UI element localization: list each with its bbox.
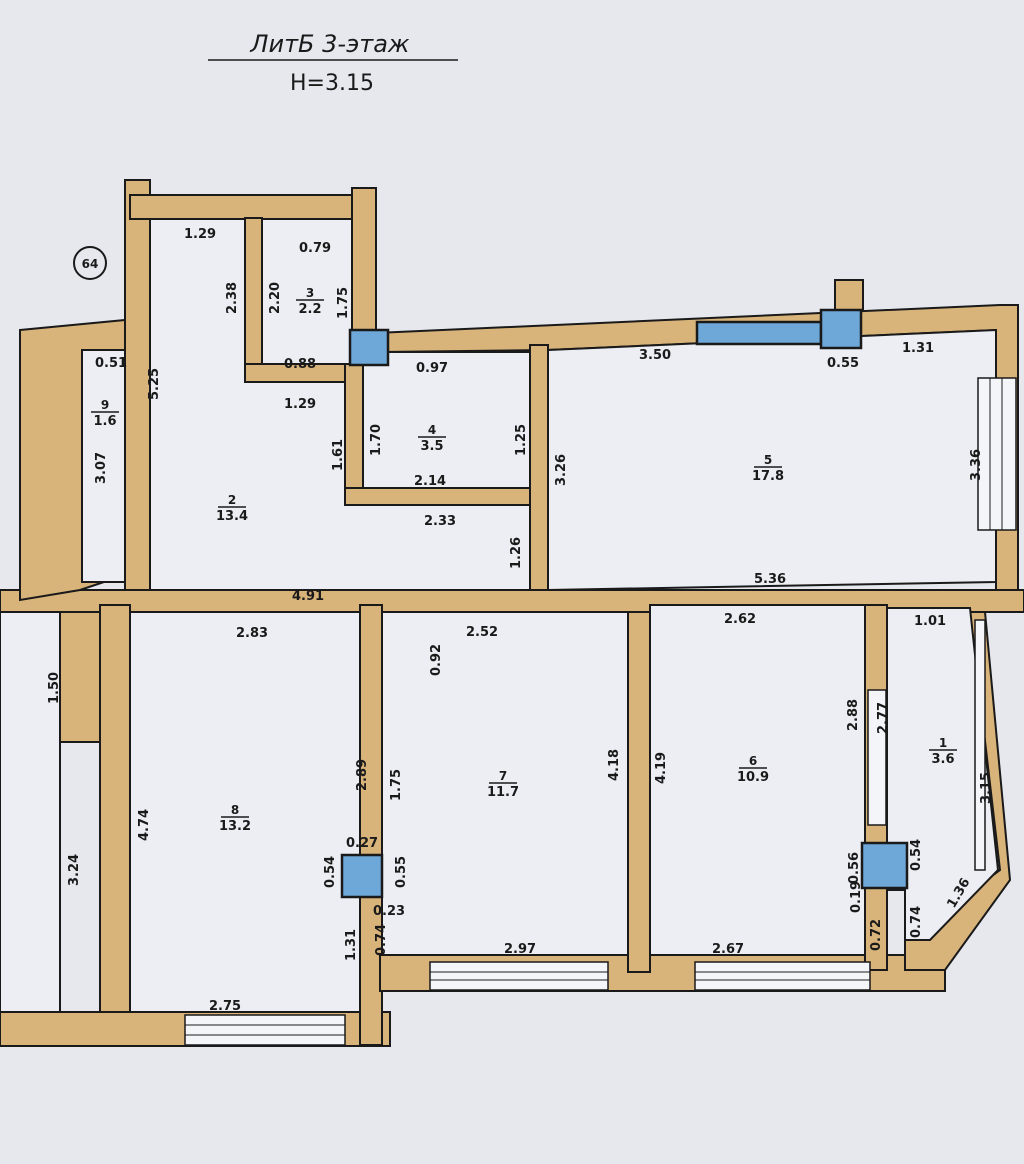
ceiling-height: H=3.15 bbox=[290, 71, 374, 96]
dimension-label: 2.52 bbox=[466, 625, 498, 640]
windows bbox=[184, 377, 1017, 1046]
dimension-label: 3.50 bbox=[639, 348, 671, 363]
svg-text:64: 64 bbox=[82, 257, 99, 271]
dimension-label: 4.18 bbox=[607, 749, 622, 781]
room-area: 13.4 bbox=[216, 509, 248, 524]
dimension-label: 0.55 bbox=[827, 356, 859, 371]
room-9-label: 91.6 bbox=[91, 398, 119, 429]
marker-64: 64 bbox=[73, 246, 107, 280]
room-area: 10.9 bbox=[737, 770, 769, 785]
room-area: 3.5 bbox=[420, 439, 443, 454]
ventilation-columns bbox=[340, 308, 909, 899]
dimension-label: 3.36 bbox=[969, 449, 984, 481]
column bbox=[860, 841, 909, 890]
dimension-label: 1.70 bbox=[369, 424, 384, 456]
dimension-label: 1.50 bbox=[47, 672, 62, 704]
dimension-label: 3.07 bbox=[94, 452, 109, 484]
room-number: 3 bbox=[306, 286, 314, 300]
room-area: 3.6 bbox=[931, 752, 954, 767]
dimension-label: 1.29 bbox=[184, 227, 216, 242]
room-number: 2 bbox=[228, 493, 236, 507]
dimension-label: 3.15 bbox=[979, 772, 994, 804]
dimension-label: 0.92 bbox=[429, 644, 444, 676]
dimension-label: 0.97 bbox=[416, 361, 448, 376]
dimension-label: 0.54 bbox=[323, 856, 338, 888]
room-8-label: 813.2 bbox=[219, 803, 251, 834]
room-number: 6 bbox=[749, 754, 757, 768]
room-labels: 13.6213.432.243.5517.8610.9711.7813.291.… bbox=[91, 286, 957, 834]
dimension-label: 1.25 bbox=[514, 424, 529, 456]
dimension-label: 5.36 bbox=[754, 572, 786, 587]
room-number: 5 bbox=[764, 453, 772, 467]
dimension-label: 0.55 bbox=[394, 856, 409, 888]
dimension-label: 3.24 bbox=[67, 854, 82, 886]
dimension-label: 0.72 bbox=[869, 919, 884, 951]
dimension-label: 2.88 bbox=[846, 699, 861, 731]
dimension-label: 1.75 bbox=[336, 287, 351, 319]
room-number: 9 bbox=[101, 398, 109, 412]
dimension-label: 2.75 bbox=[209, 999, 241, 1014]
dimension-label: 1.26 bbox=[509, 537, 524, 569]
room-area: 17.8 bbox=[752, 469, 784, 484]
column bbox=[819, 308, 863, 350]
dimension-label: 2.62 bbox=[724, 612, 756, 627]
dimension-label: 0.23 bbox=[373, 904, 405, 919]
room-5-label: 517.8 bbox=[752, 453, 784, 484]
room-1-label: 13.6 bbox=[929, 736, 957, 767]
dimension-label: 2.38 bbox=[225, 282, 240, 314]
room-4-label: 43.5 bbox=[418, 423, 446, 454]
room-number: 8 bbox=[231, 803, 239, 817]
room-area: 13.2 bbox=[219, 819, 251, 834]
dimension-label: 2.77 bbox=[876, 702, 891, 734]
dimension-label: 2.67 bbox=[712, 942, 744, 957]
room-2-label: 213.4 bbox=[216, 493, 248, 524]
dimension-label: 4.91 bbox=[292, 589, 324, 604]
dimension-label: 3.26 bbox=[554, 454, 569, 486]
dimension-label: 0.27 bbox=[346, 836, 378, 851]
dimension-label: 4.74 bbox=[137, 809, 152, 841]
dimension-label: 2.14 bbox=[414, 474, 446, 489]
dimension-label: 2.89 bbox=[355, 759, 370, 791]
room-6-label: 610.9 bbox=[737, 754, 769, 785]
dimension-label: 0.74 bbox=[909, 906, 924, 938]
column bbox=[348, 328, 390, 367]
room-3-label: 32.2 bbox=[296, 286, 324, 317]
column bbox=[340, 853, 384, 899]
dimension-label: 2.97 bbox=[504, 942, 536, 957]
room-number: 7 bbox=[499, 769, 507, 783]
dimension-label: 0.56 bbox=[847, 852, 862, 884]
dimension-label: 0.74 bbox=[374, 924, 389, 956]
room-7-label: 711.7 bbox=[487, 769, 519, 800]
dimension-label: 0.51 bbox=[95, 356, 127, 371]
dimension-label: 0.88 bbox=[284, 357, 316, 372]
dimension-label: 2.20 bbox=[268, 282, 283, 314]
dimension-label: 2.83 bbox=[236, 626, 268, 641]
dimension-label: 5.25 bbox=[147, 368, 162, 400]
plan-title: ЛитБ 3-этаж bbox=[249, 30, 410, 58]
dimension-label: 0.54 bbox=[909, 839, 924, 871]
dimension-label: 0.79 bbox=[299, 241, 331, 256]
dimension-label: 1.31 bbox=[902, 341, 934, 356]
dimension-label: 1.01 bbox=[914, 614, 946, 629]
room-area: 1.6 bbox=[93, 414, 116, 429]
rooms-fill bbox=[0, 218, 1000, 1013]
room-area: 11.7 bbox=[487, 785, 519, 800]
dimension-label: 0.19 bbox=[849, 881, 864, 913]
blue-window-bar bbox=[695, 320, 823, 346]
dimension-label: 1.29 bbox=[284, 397, 316, 412]
room-number: 4 bbox=[428, 423, 436, 437]
room-number: 1 bbox=[939, 736, 947, 750]
dimension-label: 1.61 bbox=[331, 439, 346, 471]
dimension-label: 2.33 bbox=[424, 514, 456, 529]
room-area: 2.2 bbox=[298, 302, 321, 317]
dimension-label: 1.31 bbox=[344, 929, 359, 961]
dimension-label: 1.75 bbox=[389, 769, 404, 801]
dimension-label: 4.19 bbox=[654, 752, 669, 784]
dimension-labels: 1.29 0.79 0.88 1.29 0.97 3.50 0.55 1.31 2.14 2.33… bbox=[47, 227, 994, 1014]
